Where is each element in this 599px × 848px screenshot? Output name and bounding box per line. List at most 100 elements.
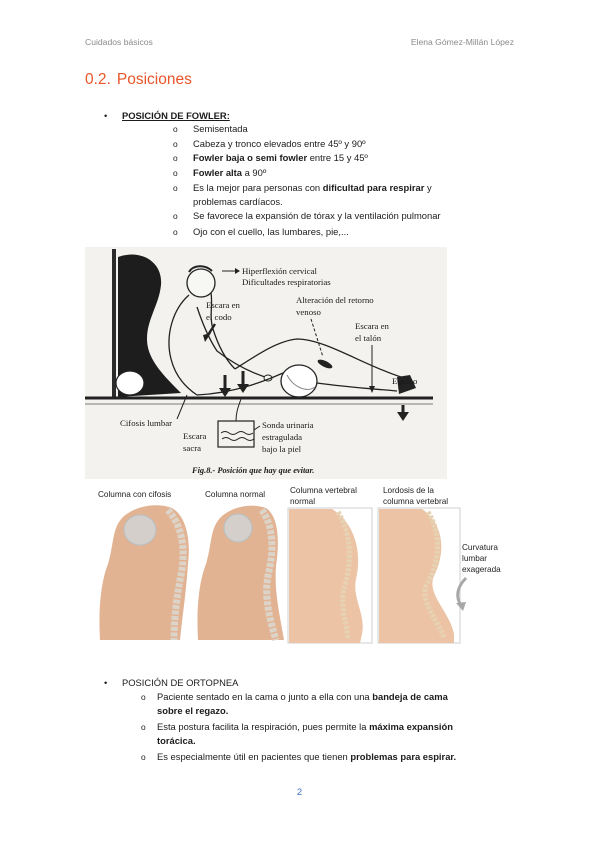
arrowhead [203, 333, 211, 342]
label-cifosis: Cifosis lumbar [120, 418, 172, 428]
panel-label: columna vertebral [383, 497, 448, 506]
label-retorno: Alteración del retorno [296, 295, 374, 305]
sub-bullet: o [173, 182, 178, 193]
arrow-codo [206, 323, 217, 336]
fowler-item: Cabeza y tronco elevados entre 45º y 90º [193, 137, 366, 149]
fowler-item: Semisentada [193, 122, 248, 134]
label-escara-codo: Escara en [206, 300, 241, 310]
sub-bullet: o [141, 691, 146, 702]
fowler-item-bold: Fowler baja o semi fowler [193, 151, 308, 163]
ortopnea-item-text: Es especialmente útil en pacientes que t… [157, 750, 351, 762]
pointer-retorno [310, 318, 324, 358]
fowler-item: Fowler baja o semi fowler entre 15 y 45º [193, 151, 368, 166]
fowler-item-text: Es la mejor para personas con [193, 181, 323, 193]
label-escara-talon: Escara en [355, 321, 390, 331]
bullet-ortopnea: • [104, 676, 108, 688]
label-dificultades: Dificultades respiratorias [242, 277, 331, 287]
panel-label: Columna normal [205, 490, 265, 499]
pointer-cifosis [176, 394, 188, 420]
fowler-heading: POSICIÓN DE FOWLER: [122, 109, 230, 121]
fowler-item-bold: dificultad para respirar [322, 181, 425, 193]
ortopnea-item-text: Paciente sentado en la cama o junto a el… [157, 690, 373, 702]
ortopnea-item: Esta postura facilita la respiración, pu… [157, 720, 453, 749]
back-support [118, 254, 181, 397]
ortopnea-item-line2: sobre el regazo. [157, 705, 229, 717]
fowler-item: Ojo con el cuello, las lumbares, pie,... [193, 225, 349, 237]
annotation-curvatura: lumbar [462, 554, 487, 563]
label-escara-talon: el talón [355, 333, 382, 343]
arrowhead [235, 268, 240, 274]
figure-caption: Fig.8.- Posición que hay que evitar. [191, 466, 314, 475]
patient-head [186, 268, 216, 298]
ortopnea-item-text: Esta postura facilita la respiración, pu… [157, 720, 370, 732]
ortopnea-item: Paciente sentado en la cama o junto a el… [157, 690, 448, 719]
fowler-item: Fowler alta a 90º [193, 166, 266, 181]
sub-bullet: o [173, 210, 178, 221]
ortopnea-item-bold: bandeja de cama [372, 690, 448, 702]
page-number: 2 [296, 786, 303, 797]
label-hiperflexion: Hiperflexión cervical [242, 266, 318, 276]
fowler-item: Se favorece la expansión de tórax y la v… [193, 209, 441, 221]
spine-comparison-figure: Columna con cifosis Columna normal Colum… [98, 486, 501, 644]
torso-cifosis [99, 505, 189, 640]
label-escara-sacra: sacra [183, 443, 201, 453]
ortopnea-heading: POSICIÓN DE ORTOPNEA [122, 676, 239, 688]
arrowhead [237, 384, 249, 393]
sub-bullet: o [141, 751, 146, 762]
fowler-illustration: Hiperflexión cervical Dificultades respi… [85, 247, 447, 479]
ribcage-overlay [223, 513, 253, 543]
section-title: 0.2. Posiciones [85, 70, 192, 90]
label-sonda: Sonda urinaria [262, 420, 314, 430]
panel-label: normal [290, 497, 315, 506]
section-number: 0.2. [85, 71, 111, 88]
spine-profile-normal [335, 510, 352, 639]
arrowhead [369, 386, 375, 393]
fowler-item: Es la mejor para personas con dificultad… [193, 181, 432, 210]
knee-roll [280, 364, 318, 398]
patient-foot [397, 375, 416, 394]
spine-cifosis [165, 507, 187, 641]
torso-normal [197, 505, 284, 640]
panel-label: Columna con cifosis [98, 490, 171, 499]
urine-level [221, 437, 255, 441]
patient-arm [196, 306, 266, 378]
section-title-text: Posiciones [116, 71, 192, 88]
patient-calf [316, 382, 398, 392]
urine-level [220, 431, 254, 435]
curvature-arrowhead [456, 602, 466, 611]
sub-bullet: o [173, 138, 178, 149]
header-right: Elena Gómez-Millán López [410, 37, 514, 47]
wall [112, 249, 116, 398]
spine-normal [259, 508, 280, 642]
sub-bullet: o [173, 167, 178, 178]
sub-bullet: o [173, 152, 178, 163]
annotation-curvatura: Curvatura [462, 543, 498, 552]
label-sonda: estragulada [262, 432, 302, 442]
ortopnea-item-bold: problemas para espirar. [350, 750, 457, 762]
ribcage-overlay [123, 514, 157, 546]
patient-hair [188, 265, 213, 273]
bullet-fowler: • [104, 109, 108, 121]
patient-leg-top [234, 338, 402, 378]
panel-label: Columna vertebral [290, 486, 357, 495]
label-escara-sacra: Escara [183, 431, 207, 441]
ortopnea-item: Es especialmente útil en pacientes que t… [157, 750, 456, 765]
annotation-curvatura: exagerada [462, 565, 501, 574]
knee-roll-shade [286, 374, 316, 390]
urinary-tube [235, 398, 242, 422]
arrowhead [397, 412, 409, 421]
label-escara-codo: el codo [206, 312, 232, 322]
ortopnea-item-bold: máxima expansión [369, 720, 453, 732]
fowler-item-text: a 90º [241, 166, 267, 178]
fowler-item-text: y [424, 181, 432, 193]
patient-back [168, 294, 198, 396]
header-left: Cuidados básicos [85, 37, 153, 47]
arrowhead [219, 388, 231, 397]
panel-label: Lordosis de la [383, 486, 434, 495]
ortopnea-item-line2: torácica. [157, 735, 196, 747]
sub-bullet: o [173, 226, 178, 237]
label-equino: Equino [392, 376, 418, 386]
label-sonda: bajo la piel [262, 444, 302, 454]
spine-profile-lordosis [422, 510, 447, 639]
pointer-sonda [253, 425, 261, 431]
